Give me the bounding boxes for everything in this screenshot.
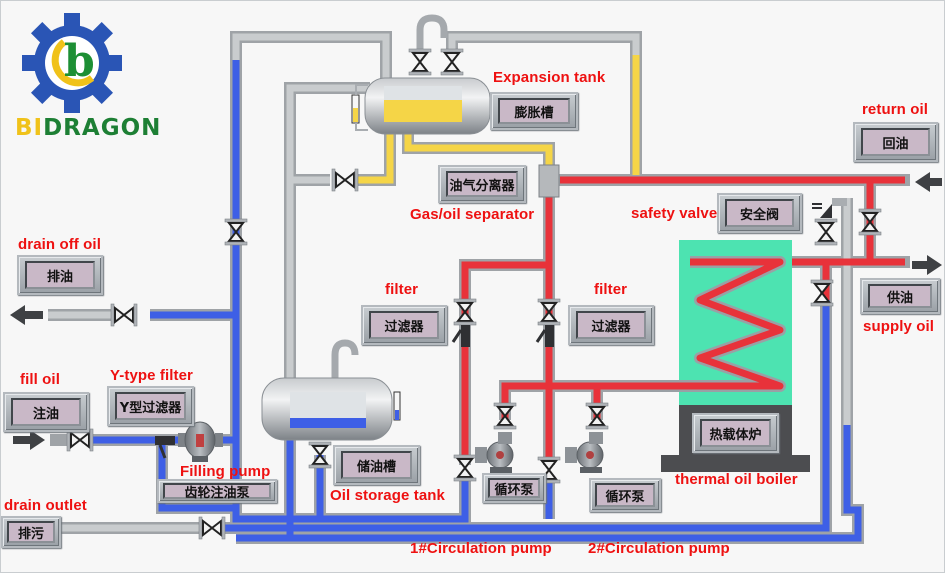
oil-storage-tank-label: Oil storage tank [330,487,445,504]
pump-1-outlet-valve-icon[interactable] [493,402,517,430]
expansion-tank-label: Expansion tank [493,69,606,86]
thermal-oil-boiler-zh-text: 热载体炉 [700,419,771,447]
supply-oil-zh-box[interactable]: 供油 [860,278,940,314]
drain-off-oil-label: drain off oil [18,236,101,253]
safety-valve-zh-text: 安全阀 [725,199,794,227]
filling-pump-icon[interactable] [178,421,223,462]
supply-oil-arrow-icon [912,255,942,275]
fill-oil-zh-box[interactable]: 注油 [3,392,89,432]
gas-oil-separator-label: Gas/oil separator [410,206,535,223]
filter-2-zh-text: 过滤器 [576,311,646,339]
drain-outlet-zh-text: 排污 [7,521,55,543]
brand-logo: b [22,13,122,113]
fill-oil-arrow-icon [13,430,45,450]
brand-name-part2: DRAGON [43,115,162,141]
filling-pump-zh-box[interactable]: 齿轮注油泵 [157,479,277,503]
safety-line-valve-icon[interactable] [814,218,838,246]
y-type-filter-label: Y-type filter [110,367,193,384]
thermal-oil-boiler[interactable] [650,240,810,472]
circulation-pump-1-zh-box[interactable]: 循环泵 [482,473,546,503]
expansion-tank-zh-box[interactable]: 膨胀槽 [490,92,578,130]
return-oil-arrow-icon [915,172,942,192]
filter-1-label: filter [385,281,419,298]
logo-letter: b [64,36,95,87]
circulation-pump-2-zh-text: 循环泵 [595,483,655,507]
left-line-valve-icon[interactable] [224,218,248,246]
expansion-tank-zh-text: 膨胀槽 [498,98,570,124]
return-oil-zh-text: 回油 [861,128,930,156]
drain-off-arrow-icon [10,305,43,325]
drain-off-oil-zh-box[interactable]: 排油 [17,255,103,295]
circulation-pump-2-icon[interactable] [565,432,604,473]
thermal-oil-boiler-zh-box[interactable]: 热载体炉 [692,413,779,453]
expansion-drain-valve-icon[interactable] [331,168,359,192]
vent-valve-2-icon[interactable] [440,48,464,76]
fill-oil-zh-text: 注油 [11,398,81,426]
safety-valve-label: safety valve [631,205,718,222]
safety-valve-zh-box[interactable]: 安全阀 [717,193,802,233]
return-oil-label: return oil [862,101,929,118]
filter-1-zh-text: 过滤器 [369,311,439,339]
oil-storage-tank-zh-text: 储油槽 [341,451,412,479]
y-type-filter-zh-text: Y型过滤器 [115,392,186,420]
drain-off-valve-icon[interactable] [110,303,138,327]
circulation-pump-2-zh-box[interactable]: 循环泵 [589,478,661,512]
safety-valve-icon[interactable] [812,198,847,218]
filling-pump-zh-text: 齿轮注油泵 [163,483,271,501]
return-oil-valve-icon[interactable] [858,208,882,236]
circulation-pump-1-zh-text: 循环泵 [488,478,540,498]
y-type-filter-zh-box[interactable]: Y型过滤器 [107,386,194,426]
filter-1-valve-icon[interactable] [453,298,477,326]
brand-name: BIDRAGON [15,115,161,141]
separator-body [538,164,560,198]
drain-outlet-zh-box[interactable]: 排污 [1,516,61,548]
filter-2-label: filter [594,281,628,298]
thermal-oil-boiler-label: thermal oil boiler [675,471,798,488]
supply-oil-zh-text: 供油 [868,284,932,308]
filter-2-strainer-icon [535,325,554,347]
filter-1-strainer-icon [451,325,470,347]
circulation-pump-1-icon[interactable] [475,432,514,473]
return-oil-zh-box[interactable]: 回油 [853,122,938,162]
logo-arc-icon [51,39,95,87]
filter-1-zh-box[interactable]: 过滤器 [361,305,447,345]
pump-1-inlet-valve-icon[interactable] [453,454,477,482]
supply-oil-label: supply oil [863,318,935,335]
brand-name-part1: BI [15,115,44,141]
drain-outlet-valve-icon[interactable] [198,516,226,540]
gas-oil-separator-zh-box[interactable]: 油气分离器 [438,165,526,203]
filter-2-zh-box[interactable]: 过滤器 [568,305,654,345]
expansion-tank[interactable] [351,14,491,135]
circulation-pump-2-label: 2#Circulation pump [588,540,730,557]
filling-pump-label: Filling pump [180,463,271,480]
oil-storage-tank[interactable] [261,339,401,441]
filter-2-valve-icon[interactable] [537,298,561,326]
gas-oil-separator-zh-text: 油气分离器 [446,171,518,197]
drain-outlet-label: drain outlet [4,497,87,514]
y-type-filter-icon [155,436,175,459]
vent-valve-1-icon[interactable] [408,48,432,76]
pump-2-outlet-valve-icon[interactable] [585,402,609,430]
storage-tank-valve-icon[interactable] [308,441,332,469]
drain-off-oil-zh-text: 排油 [25,261,95,289]
fill-oil-label: fill oil [20,371,60,388]
circulation-pump-1-label: 1#Circulation pump [410,540,552,557]
oil-storage-tank-zh-box[interactable]: 储油槽 [333,445,420,485]
fill-oil-valve-icon[interactable] [66,428,94,452]
